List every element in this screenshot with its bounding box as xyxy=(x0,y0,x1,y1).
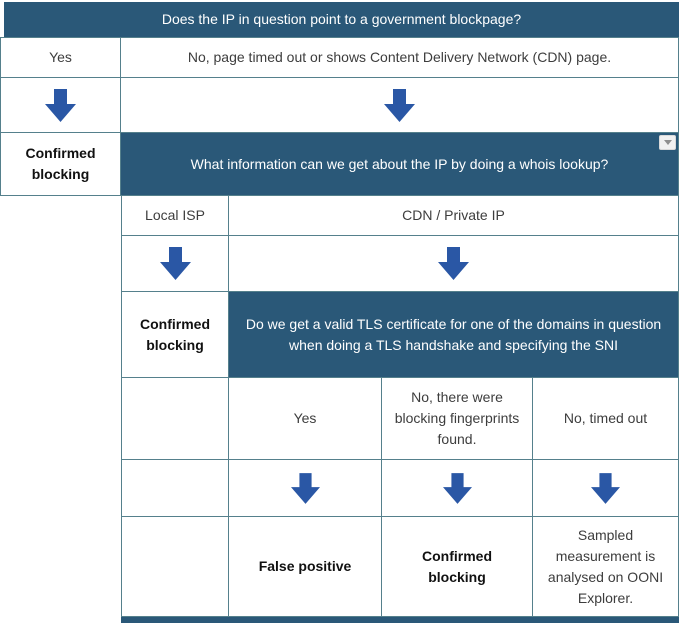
down-arrow-icon xyxy=(442,472,472,504)
down-arrow-icon xyxy=(591,472,620,504)
down-arrow-icon xyxy=(290,472,320,504)
outcome-sampled-measurement: Sampled measurement is analysed on OONI … xyxy=(533,517,679,617)
question-3-header: Do we get a valid TLS certificate for on… xyxy=(229,292,679,378)
empty-cell xyxy=(121,378,229,460)
dropdown-widget[interactable] xyxy=(659,135,676,150)
arrow-cell-cdn xyxy=(229,236,679,292)
outcome-false-positive: False positive xyxy=(229,517,382,617)
outcome-confirmed-blocking-2: Confirmed blocking xyxy=(121,292,229,378)
question-1-text: Does the IP in question point to a gover… xyxy=(161,11,522,27)
caret-down-icon xyxy=(663,140,672,145)
answer-yes-1: Yes xyxy=(0,37,121,78)
arrow-cell-no-1 xyxy=(121,78,679,133)
empty-cell xyxy=(121,460,229,517)
answer-no-1: No, page timed out or shows Content Deli… xyxy=(121,37,679,78)
arrow-cell-no-timeout xyxy=(533,460,679,517)
answer-local-isp: Local ISP xyxy=(121,196,229,236)
arrow-cell-no-fingerprints xyxy=(382,460,533,517)
bottom-bar xyxy=(121,617,679,623)
question-2-header: What information can we get about the IP… xyxy=(121,133,679,196)
down-arrow-icon xyxy=(45,88,76,122)
down-arrow-icon xyxy=(384,88,415,122)
answer-yes-3: Yes xyxy=(229,378,382,460)
question-1-header: Does the IP in question point to a gover… xyxy=(4,2,679,37)
arrow-cell-yes-3 xyxy=(229,460,382,517)
answer-no-fingerprints: No, there were blocking fingerprints fou… xyxy=(382,378,533,460)
outcome-confirmed-blocking-1: Confirmed blocking xyxy=(0,133,121,196)
empty-cell xyxy=(121,517,229,617)
outcome-confirmed-blocking-3: Confirmed blocking xyxy=(382,517,533,617)
down-arrow-icon xyxy=(159,247,191,280)
question-3-text: Do we get a valid TLS certificate for on… xyxy=(245,315,662,353)
arrow-cell-local-isp xyxy=(121,236,229,292)
question-2-text: What information can we get about the IP… xyxy=(190,155,609,172)
answer-no-timeout: No, timed out xyxy=(533,378,679,460)
answer-cdn-private-ip: CDN / Private IP xyxy=(229,196,679,236)
down-arrow-icon xyxy=(438,247,469,280)
arrow-cell-yes-1 xyxy=(0,78,121,133)
